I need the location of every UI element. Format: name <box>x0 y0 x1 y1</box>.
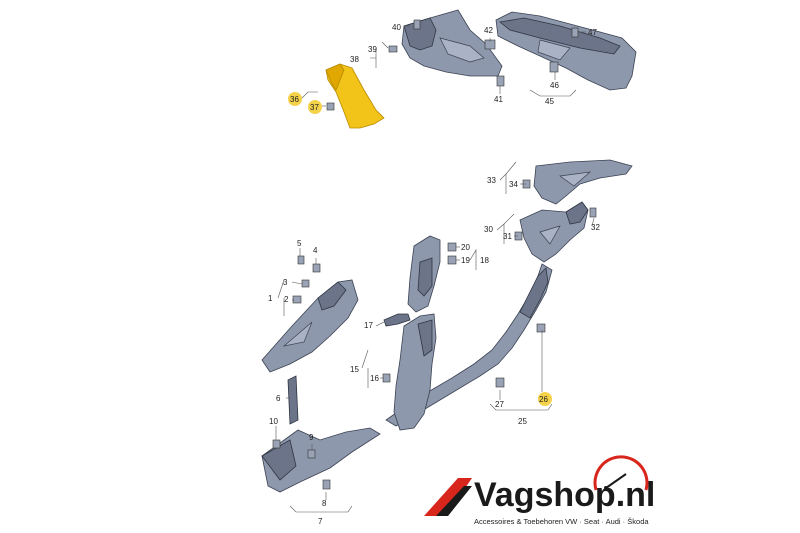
label-9: 9 <box>309 433 314 442</box>
clip-10 <box>272 439 281 449</box>
part-number-labels: 40 39 38 42 41 47 46 45 36 37 33 34 30 3… <box>268 23 600 526</box>
label-41: 41 <box>494 95 503 104</box>
label-16: 16 <box>370 374 379 383</box>
trim-part-18[interactable] <box>407 235 441 313</box>
label-26: 26 <box>539 395 548 404</box>
clip-46 <box>549 61 559 73</box>
clip-16 <box>382 373 391 383</box>
logo-chevron-icon <box>424 478 472 516</box>
trim-part-6[interactable] <box>287 375 299 425</box>
trim-part-30[interactable] <box>519 201 589 263</box>
label-39: 39 <box>368 45 377 54</box>
trim-part-15[interactable] <box>393 313 437 431</box>
clip-47 <box>571 27 579 38</box>
clip-39 <box>388 45 398 53</box>
label-26-badge <box>538 392 552 406</box>
clip-5 <box>297 255 305 265</box>
clip-9 <box>307 449 316 459</box>
clip-8 <box>322 479 331 490</box>
trim-part-45[interactable] <box>495 11 637 91</box>
label-27: 27 <box>495 400 504 409</box>
logo-wordmark: Vagshop.nl <box>474 476 655 514</box>
label-33: 33 <box>487 176 496 185</box>
clip-41 <box>496 75 505 87</box>
clip-2 <box>292 295 302 304</box>
trim-part-36-highlighted[interactable] <box>325 63 385 129</box>
trim-part-38[interactable] <box>401 9 503 77</box>
label-37: 37 <box>310 103 319 112</box>
label-40: 40 <box>392 23 401 32</box>
clip-26 <box>536 323 546 333</box>
label-25: 25 <box>518 417 527 426</box>
label-46: 46 <box>550 81 559 90</box>
label-36-badge <box>288 92 302 106</box>
logo-tagline: Accessoires & Toebehoren VW · Seat · Aud… <box>474 517 649 526</box>
label-2: 2 <box>284 295 289 304</box>
clip-19 <box>447 255 457 265</box>
clip-37 <box>326 102 335 111</box>
clip-20 <box>447 242 457 252</box>
label-18: 18 <box>480 256 489 265</box>
clip-3 <box>301 279 310 288</box>
clip-27 <box>495 377 505 388</box>
label-5: 5 <box>297 239 302 248</box>
label-36: 36 <box>290 95 299 104</box>
clip-32 <box>589 207 597 218</box>
label-7: 7 <box>318 517 323 526</box>
label-42: 42 <box>484 26 493 35</box>
label-17: 17 <box>364 321 373 330</box>
clip-40 <box>413 19 421 30</box>
label-30: 30 <box>484 225 493 234</box>
logo-gauge-icon <box>593 455 649 491</box>
trim-part-7[interactable] <box>261 427 381 493</box>
label-1: 1 <box>268 294 273 303</box>
label-37-badge <box>308 100 322 114</box>
trim-part-33[interactable] <box>533 159 633 205</box>
label-6: 6 <box>276 394 281 403</box>
label-20: 20 <box>461 243 470 252</box>
label-47: 47 <box>588 28 597 37</box>
label-4: 4 <box>313 246 318 255</box>
label-19: 19 <box>461 256 470 265</box>
leader-lines <box>275 25 595 513</box>
label-38: 38 <box>350 55 359 64</box>
label-45: 45 <box>545 97 554 106</box>
trim-part-1[interactable] <box>261 279 359 373</box>
label-32: 32 <box>591 223 600 232</box>
label-31: 31 <box>503 232 512 241</box>
grab-handle-17[interactable] <box>383 313 411 327</box>
label-3: 3 <box>283 278 288 287</box>
clip-4 <box>312 263 321 273</box>
label-8: 8 <box>322 499 327 508</box>
label-34: 34 <box>509 180 518 189</box>
vagshop-logo[interactable]: Vagshop.nl Accessoires & Toebehoren VW ·… <box>424 455 655 526</box>
label-15: 15 <box>350 365 359 374</box>
label-10: 10 <box>269 417 278 426</box>
